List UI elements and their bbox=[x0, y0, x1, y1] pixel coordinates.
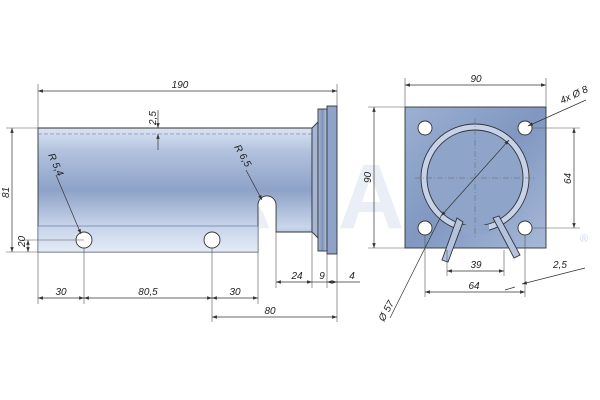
dim-30-right: 30 bbox=[229, 287, 241, 298]
dim-height: 81 bbox=[1, 187, 12, 198]
flange-plate bbox=[326, 105, 338, 255]
dim-bolt-spacing-v: 64 bbox=[563, 172, 574, 184]
leader-r54 bbox=[55, 174, 82, 235]
watermark-symbol: ® bbox=[580, 233, 588, 245]
dim-wall: 2,5 bbox=[148, 111, 159, 126]
dim-end-width: 90 bbox=[470, 74, 482, 85]
dim-bolt-spacing-h: 64 bbox=[468, 281, 480, 292]
dim-4: 4 bbox=[349, 271, 355, 282]
corner-hole-bottom-right bbox=[517, 220, 533, 236]
tab-right bbox=[492, 215, 521, 259]
mounting-hole-right bbox=[203, 231, 221, 249]
dim-diameter: Ø 57 bbox=[376, 299, 397, 325]
dim-80: 80 bbox=[264, 306, 276, 317]
dim-end-height: 90 bbox=[363, 171, 374, 183]
tube-lower-strip bbox=[37, 225, 259, 253]
slot-cutout bbox=[257, 195, 277, 232]
dim-tab-wall: 2,5 bbox=[552, 260, 567, 271]
flange bbox=[317, 108, 328, 252]
dim-24: 24 bbox=[290, 271, 303, 282]
dim-9: 9 bbox=[319, 271, 325, 282]
dim-gap: 39 bbox=[470, 260, 482, 271]
dim-hole-height: 20 bbox=[17, 235, 28, 248]
corner-hole-top-right bbox=[517, 120, 533, 136]
end-view: 90 90 64 4x Ø 8 Ø 57 39 64 2,5 bbox=[363, 74, 590, 324]
side-view: 190 2,5 81 20 R 5,4 R 6,5 30 80,5 30 bbox=[1, 80, 360, 322]
dim-80-5: 80,5 bbox=[138, 287, 158, 298]
leader-r65 bbox=[245, 169, 263, 201]
leader-holes bbox=[527, 99, 587, 127]
flange-transition bbox=[311, 120, 319, 240]
corner-hole-top-left bbox=[417, 120, 433, 136]
dim-holes: 4x Ø 8 bbox=[559, 84, 591, 107]
dim-total-length: 190 bbox=[172, 80, 189, 91]
corner-hole-bottom-left bbox=[417, 220, 433, 236]
dim-30-left: 30 bbox=[55, 287, 67, 298]
